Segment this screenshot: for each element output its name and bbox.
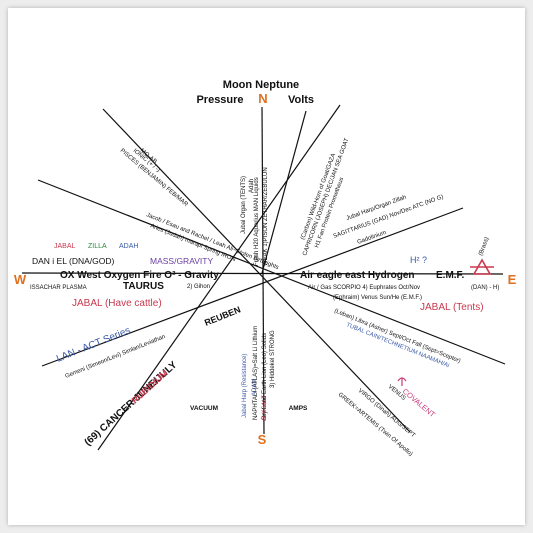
spoke-ene-wsw xyxy=(41,207,464,367)
diagram-label: (Leban) Libra (Asher) Sept/Oct Fall (Sep… xyxy=(333,308,461,364)
north-left-label: Pressure xyxy=(196,94,243,106)
spoke-ne-sw-upper xyxy=(261,110,307,274)
spoke-nnw-sse xyxy=(102,108,411,433)
diagram-label: ZILLA xyxy=(88,243,107,250)
south-left-label: VACUUM xyxy=(190,405,218,412)
diagram-label: ISSACHAR PLASMA xyxy=(30,285,87,291)
diagram-label: Air / Gas SCORPIO 4) Euphrates Oct/Nov xyxy=(308,285,420,291)
diagram-label: (Brass) xyxy=(478,236,490,256)
diagram-label: Dry Land Earth Lion (Leo) Solids xyxy=(262,333,268,420)
spoke-nne-ssw xyxy=(97,104,341,451)
diagram-label: TUBAL CAIN/TECHNETIUM NAAMAH/Ai xyxy=(345,322,450,369)
diagram-label: JABAL xyxy=(54,243,76,250)
south-right-label: AMPS xyxy=(289,405,308,412)
north-letter: N xyxy=(258,91,267,106)
diagram-label: Jubal Organ (TENTS) xyxy=(241,176,247,234)
diagram-label: LAN - ACT Series xyxy=(55,325,132,365)
triangle-symbol-icon xyxy=(470,258,494,275)
spoke-west-east xyxy=(21,272,504,275)
diagram-label: RUBIDIUM xyxy=(130,368,170,406)
diagram-label: Jabal Harp (Resistance) xyxy=(242,354,248,418)
diagram-label: Adah xyxy=(249,179,255,193)
diagram-label: CAPRICORN (JOSEPH) DEC/JAN SEA GOAT xyxy=(302,137,350,256)
spokes xyxy=(21,104,506,451)
spoke-wnw-ese xyxy=(37,179,506,365)
diagram-label: ADAM xyxy=(252,379,258,396)
diagram-label: REUBEN xyxy=(203,304,242,328)
diagram-label: ALKSALT xyxy=(262,395,268,421)
diagram-label: TAURUS xyxy=(123,281,164,292)
compass-diagram: Moon Neptune Pressure N Volts VACUUM AMP… xyxy=(14,79,517,458)
diagram-label: H² ? xyxy=(410,255,427,265)
diagram-label: DAN i EL (DNA/GOD) xyxy=(32,256,115,266)
east-letter: E xyxy=(508,272,517,287)
diagram-label: (DAN) - H) xyxy=(471,285,499,291)
diagram-label: Air eagle east Hydrogen xyxy=(300,270,414,281)
south-letter: S xyxy=(258,432,267,447)
diagram-label: NAPHTALI (ATLAS)=Salt Li Lithium xyxy=(253,326,259,420)
diagram-label: Fresh H20 Aquarius MAN Liquids xyxy=(254,177,260,266)
diagram-label: JABAL (Tents) xyxy=(420,302,484,313)
diagram-card: Moon Neptune Pressure N Volts VACUUM AMP… xyxy=(8,8,525,525)
diagram-label: COVALENT xyxy=(401,387,438,420)
north-top-label: Moon Neptune xyxy=(223,79,299,91)
diagram-label: E.M.F. xyxy=(436,270,465,281)
diagram-label: ADAH xyxy=(119,243,138,250)
diagram-label: (Ephraim) Venus Sun/He (E.M.F.) xyxy=(333,295,422,301)
diagram-label: OX West Oxygen Fire O² - Gravity xyxy=(60,270,219,281)
north-right-label: Volts xyxy=(288,94,314,106)
south-heading: VACUUM AMPS S xyxy=(190,405,308,447)
arrow-symbol-icon xyxy=(397,377,407,386)
diagram-label: JABAL (Have cattle) xyxy=(72,298,162,309)
diagram-label: WEAK 1)PISON ZETHAR/ZEBULUN xyxy=(263,167,269,266)
diagram-label: 3) Hiddekel STRONG xyxy=(270,330,276,388)
west-letter: W xyxy=(14,272,27,287)
diagram-label: 2) Gihon xyxy=(187,284,210,290)
diagram-label: MASS/GRAVITY xyxy=(150,256,213,266)
north-heading: Moon Neptune Pressure N Volts xyxy=(196,79,314,106)
